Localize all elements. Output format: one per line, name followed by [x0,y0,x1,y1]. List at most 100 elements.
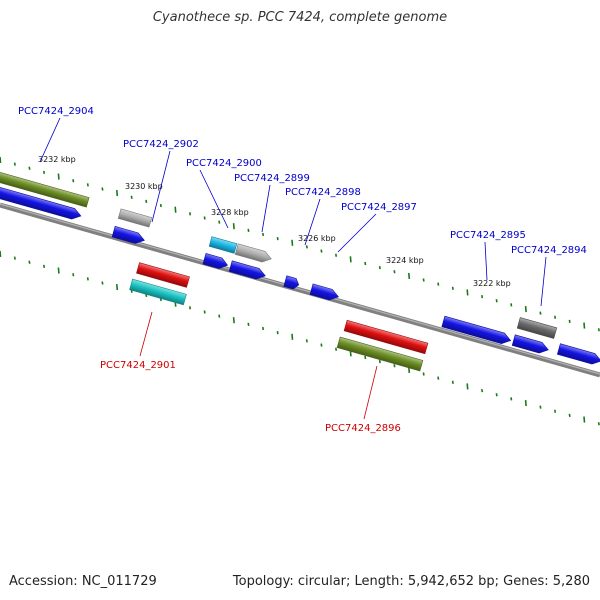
lower-scale-tick [203,310,206,314]
gene-2901-teal-shape [129,278,187,306]
upper-scale-tick [422,278,425,282]
gene-2900-block-shape [208,236,238,254]
gene-2894-arrow-shape [511,334,549,354]
gene-2900-arrow [202,253,229,269]
lower-scale-tick [101,281,104,285]
lower-scale-tick [495,393,498,397]
gene-2894b-arrow [556,343,600,365]
upper-scale-tick [0,156,2,164]
lower-scale-tick [320,343,323,347]
gene-2896-olive [336,336,424,372]
gene-2899-arrow-shape [228,260,266,280]
lower-scale-tick [57,267,60,274]
upper-scale-tick [116,190,119,197]
lower-scale-tick [86,277,89,281]
scale-label: 3228 kbp [211,208,249,217]
gene-2899-arrow [228,260,266,280]
forward-label-leader [484,241,488,281]
forward-gene-label: PCC7424_2899 [234,173,310,184]
scale-label: 3224 kbp [386,256,424,265]
forward-label-leader [39,117,61,163]
upper-scale-tick [597,328,600,332]
upper-scale-tick [524,305,527,313]
upper-scale-tick [189,212,192,216]
gene-2898-arrow [283,275,300,290]
scale-label: 3222 kbp [473,279,511,288]
upper-scale-tick [305,245,308,249]
gene-2897-arrow-shape [309,283,339,301]
gene-2899-block-shape [234,243,272,263]
gene-2902-arrow-shape [111,225,145,244]
upper-scale-tick [583,322,586,329]
gene-2896-red [343,319,429,355]
upper-scale-tick [466,289,469,296]
map-title: Cyanothece sp. PCC 7424, complete genome [152,10,448,25]
forward-label-leader [304,198,321,246]
lower-scale-tick [247,322,250,326]
gene-2895-arrow-shape [441,315,512,344]
upper-scale-tick [130,195,133,199]
lower-scale-tick [481,388,484,393]
upper-scale-tick [232,223,235,230]
gene-2904-block [0,164,90,208]
forward-label-leader [261,184,271,233]
upper-scale-tick [451,286,454,290]
upper-scale-tick [262,232,265,237]
lower-scale-tick [232,317,235,324]
upper-scale-tick [481,294,484,299]
upper-scale-tick [72,179,75,183]
lower-scale-tick [583,416,586,423]
upper-scale-tick [43,170,46,175]
gene-2904-arrow-shape [0,180,82,220]
lower-scale-tick [13,256,16,260]
upper-scale-tick [408,272,411,279]
forward-gene-label: PCC7424_2894 [511,245,587,256]
lower-scale-tick [72,273,75,277]
upper-scale-tick [378,265,381,270]
lower-scale-tick [28,260,31,264]
upper-scale-tick [13,162,16,166]
lower-scale-tick [422,372,425,376]
reverse-gene-label: PCC7424_2896 [325,423,401,434]
upper-scale-tick [437,282,440,286]
genome-summary-text: Topology: circular; Length: 5,942,652 bp… [232,574,590,589]
upper-scale-tick [568,319,571,324]
upper-scale-tick [364,261,367,266]
gene-2897-arrow [309,283,339,301]
upper-scale-tick [203,216,206,220]
gene-2895-arrow [441,315,512,344]
lower-scale-tick [218,314,221,318]
gene-2896-red-shape [343,319,429,355]
upper-scale-tick [247,228,250,232]
lower-scale-tick [43,264,46,269]
gene-2901-red [136,262,190,288]
genome-backbone [0,202,600,378]
forward-label-leader [540,256,547,307]
scale-label: 3232 kbp [38,155,76,164]
lower-scale-tick [393,364,396,368]
gene-2901-red-shape [136,262,190,288]
upper-scale-tick [57,173,60,180]
scale-label: 3226 kbp [298,234,336,243]
upper-scale-tick [393,270,396,274]
lower-scale-tick [466,383,469,390]
upper-scale-tick [145,199,148,204]
genome-backbone-highlight [0,203,600,375]
forward-gene-label: PCC7424_2904 [18,106,94,117]
gene-2894-arrow [511,334,549,354]
gene-2896-olive-shape [336,336,424,372]
gene-2901-teal [129,278,187,306]
gene-2900-block [208,236,238,254]
lower-scale-tick [116,284,119,291]
gene-2902-block-shape [117,208,153,228]
lower-scale-tick [189,306,192,310]
gene-2894b-arrow-shape [556,343,600,365]
gene-2902-arrow [111,225,145,244]
forward-label-leader [151,150,171,223]
upper-scale-tick [510,303,513,307]
upper-scale-tick [495,299,498,303]
reverse-label-leader [363,365,378,420]
lower-scale-tick [597,422,600,426]
lower-scale-tick [335,347,338,351]
upper-scale-tick [101,187,104,191]
